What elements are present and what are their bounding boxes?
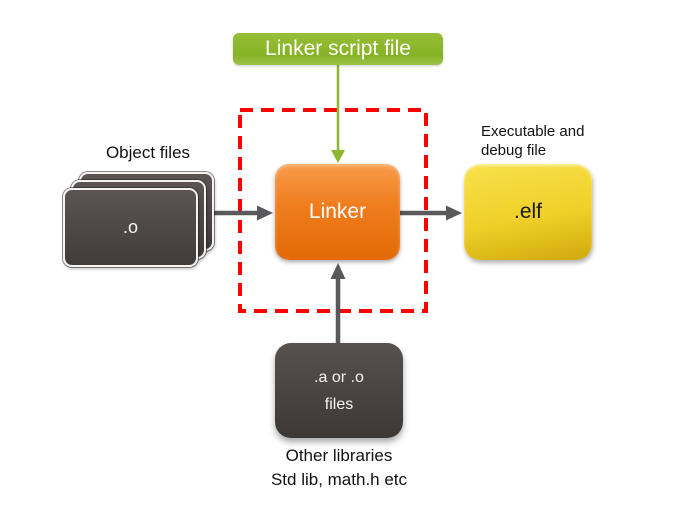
libraries-caption-line2: Std lib, math.h etc — [270, 470, 408, 489]
linker-script-file-label: Linker script file — [265, 37, 411, 60]
object-files-caption: Object files — [105, 143, 191, 162]
linker-script-file-box: Linker script file — [233, 33, 443, 65]
executable-caption-line2: debug file — [481, 142, 547, 159]
arrow-linker-script-to-linker — [331, 65, 345, 163]
libraries-box-line1: .a or .o — [314, 368, 364, 386]
libraries-caption: Other libraries Std lib, math.h etc — [249, 444, 429, 492]
arrow-linker-to-elf — [400, 205, 462, 221]
green-arrowhead-icon — [331, 150, 345, 163]
gray-arrowhead-icon — [446, 205, 462, 221]
gray-arrowhead-icon — [257, 205, 273, 221]
linker-box: Linker — [275, 164, 400, 260]
elf-extension-label: .elf — [513, 200, 542, 223]
executable-caption: Executable and debug file — [481, 122, 584, 160]
gray-arrowhead-icon — [330, 263, 346, 279]
object-file-extension-label: .o — [122, 217, 138, 237]
arrow-libraries-to-linker — [330, 263, 346, 344]
libraries-box: .a or .o files — [275, 343, 403, 438]
libraries-caption-line1: Other libraries — [285, 446, 393, 465]
executable-caption-line1: Executable and — [481, 123, 585, 140]
linker-boundary-dashed-box — [238, 108, 428, 313]
elf-output-box: .elf — [464, 164, 592, 260]
object-file-card-front: .o — [63, 188, 198, 267]
libraries-box-line2: files — [324, 395, 354, 413]
linker-label: Linker — [308, 200, 367, 223]
